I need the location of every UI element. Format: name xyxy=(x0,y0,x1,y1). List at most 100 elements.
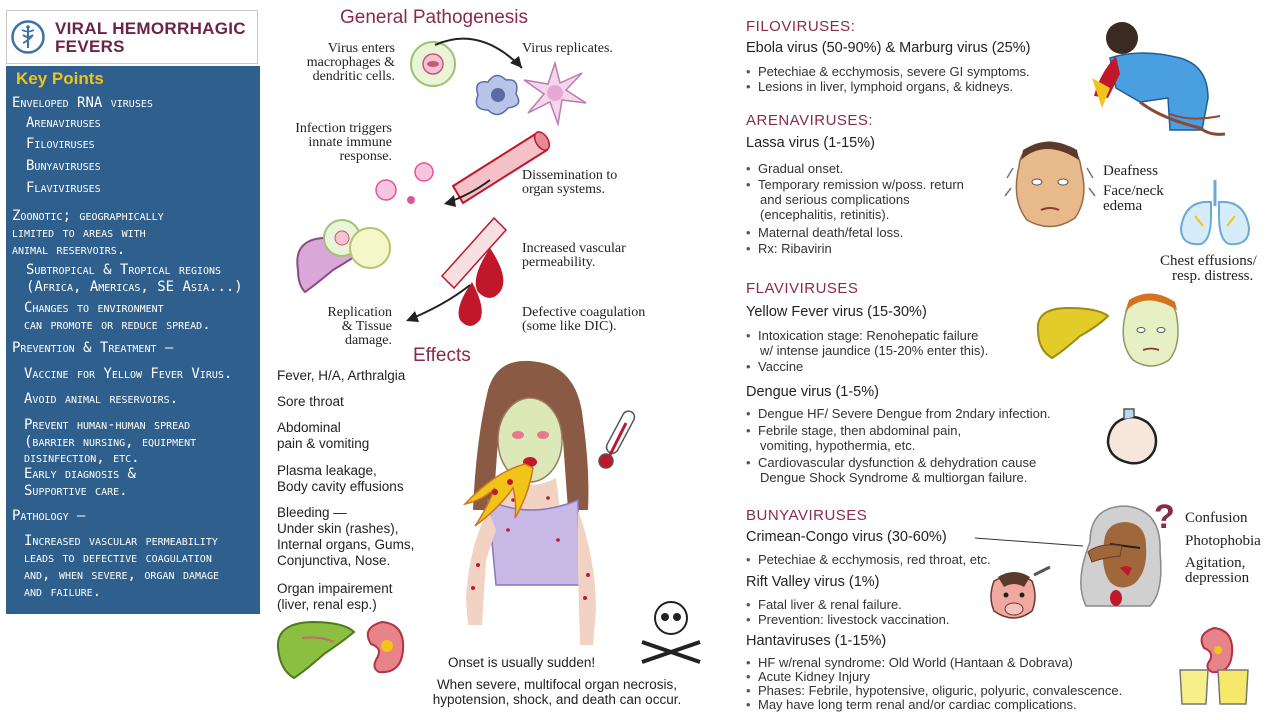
label-line: dendritic cells. xyxy=(312,69,395,84)
side-line: disinfection, etc. xyxy=(24,450,140,466)
filo-bullet: Petechiae & ecchymosis, severe GI sympto… xyxy=(758,64,1030,79)
bullet-dot: • xyxy=(746,455,751,470)
bullet-dot: • xyxy=(746,697,751,712)
bullet-dot: • xyxy=(746,79,751,94)
side-line: and failure. xyxy=(24,584,102,600)
label-line: Increased vascular xyxy=(522,241,626,256)
side-line: limited to areas with xyxy=(12,225,146,241)
pathogenesis-heading: General Pathogenesis xyxy=(340,7,529,28)
side-line: Changes to environment xyxy=(24,300,164,316)
label-line: Dissemination to xyxy=(522,168,618,183)
coagulation-label: Defective coagulation (some like DIC). xyxy=(522,306,645,334)
flavi-bullet: Vaccine xyxy=(758,359,804,374)
side-line: Prevent human-human spread xyxy=(24,417,191,433)
thermometer-icon xyxy=(598,410,636,469)
dengue-bullet: Dengue HF/ Severe Dengue from 2ndary inf… xyxy=(758,406,1051,421)
side-line: can promote or reduce spread. xyxy=(24,317,211,333)
arena-bullet: Gradual onset. xyxy=(758,161,844,176)
effect-line: Under skin (rashes), xyxy=(277,521,399,536)
bunya-bullet: Fatal liver & renal failure. xyxy=(758,597,902,612)
bullet-dot: • xyxy=(746,655,751,670)
bullet-line: Temporary remission w/poss. return xyxy=(758,177,964,192)
bunya-bullet: Prevention: livestock vaccination. xyxy=(758,612,950,627)
effect-item: Sore throat xyxy=(277,394,344,410)
lassa-title: Lassa virus (1-15%) xyxy=(746,135,875,151)
label-line: damage. xyxy=(344,333,392,348)
page-title: VIRAL HEMORRHAGIC FEVERS xyxy=(55,20,255,56)
effect-item: Organ impairement (liver, renal esp.) xyxy=(277,581,393,613)
title-box: VIRAL HEMORRHAGIC FEVERS xyxy=(6,10,258,64)
effects-heading: Effects xyxy=(413,345,471,366)
skull-crossbones-icon xyxy=(641,601,701,664)
label-line: organ systems. xyxy=(522,182,605,197)
confusion-label: Confusion xyxy=(1185,510,1248,526)
bullet-dot: • xyxy=(746,669,751,684)
ebola-marburg-title: Ebola virus (50-90%) & Marburg virus (25… xyxy=(746,40,1031,56)
label-line: Virus enters xyxy=(327,41,395,56)
bullet-line: (encephalitis, retinitis). xyxy=(760,207,890,222)
chest-effusion-label: Chest effusions/ resp. distress. xyxy=(1160,254,1257,284)
bullet-line: Febrile stage, then abdominal pain, xyxy=(758,423,962,438)
dissemination-arrow-icon xyxy=(444,179,491,207)
hanta-bullet: Acute Kidney Injury xyxy=(758,669,871,684)
side-line: Zoonotic; geographically xyxy=(12,208,164,224)
svg-text:?: ? xyxy=(1154,498,1175,536)
infection-label: Infection triggers innate immune respons… xyxy=(278,122,392,164)
photophobia-label: Photophobia xyxy=(1185,533,1261,549)
cow-vaccine-icon xyxy=(990,565,1051,619)
arenaviruses-heading: ARENAVIRUSES: xyxy=(746,112,874,129)
bullet-line: Cardiovascular dysfunction & dehydration… xyxy=(758,455,1037,470)
virus-cell-icon xyxy=(410,41,456,87)
bunya-bullet: Petechiae & ecchymosis, red throat, etc. xyxy=(758,552,991,567)
title-line-1: VIRAL HEMORRHAGIC xyxy=(55,19,246,38)
bullet-dot: • xyxy=(746,406,751,421)
swollen-face-icon xyxy=(1004,141,1096,228)
side-line: Avoid animal reservoirs. xyxy=(24,391,179,407)
side-line: Prevention & Treatment — xyxy=(12,340,174,356)
side-line: animal reservoirs. xyxy=(12,242,126,258)
dendritic-cell-icon xyxy=(523,60,587,127)
effect-line: Plasma leakage, xyxy=(277,463,377,478)
label-line: Replication xyxy=(327,305,392,320)
effect-line: Organ impairement xyxy=(277,581,393,596)
effect-line: pain & vomiting xyxy=(277,436,370,451)
side-line: Filoviruses xyxy=(26,136,95,152)
bullet-dot: • xyxy=(746,64,751,79)
effect-line: Sore throat xyxy=(277,394,344,409)
severe-line: hypotension, shock, and death can occur. xyxy=(432,692,682,707)
infected-cells-icon xyxy=(323,219,391,269)
agitation-label: Agitation, depression xyxy=(1185,556,1249,586)
bullet-dot: • xyxy=(746,161,751,176)
dissemination-label: Dissemination to organ systems. xyxy=(522,169,617,197)
heart-icon xyxy=(1106,408,1158,465)
leaky-vessel-icon xyxy=(440,216,508,290)
replication-label: Replication & Tissue damage. xyxy=(300,306,392,348)
filo-bullet: Lesions in liver, lymphoid organs, & kid… xyxy=(758,79,1014,94)
effect-line: (liver, renal esp.) xyxy=(277,597,377,612)
caduceus-icon xyxy=(11,20,45,54)
effect-item: Plasma leakage, Body cavity effusions xyxy=(277,463,404,495)
flavi-bullet: Intoxication stage: Renohepatic failure … xyxy=(758,328,988,358)
effect-line: Internal organs, Gums, xyxy=(277,537,415,552)
label-line: Chest effusions/ xyxy=(1160,253,1257,269)
side-line: Arenaviruses xyxy=(26,115,101,131)
side-line: Pathology — xyxy=(12,508,86,524)
bullet-dot: • xyxy=(746,597,751,612)
kidney-urine-icon xyxy=(1179,626,1249,705)
immune-cells-icon xyxy=(375,162,434,204)
bullet-dot: • xyxy=(746,225,751,240)
bullet-dot: • xyxy=(746,423,751,438)
liver-organ-icon xyxy=(276,620,356,680)
edema-label: Face/neck edema xyxy=(1103,184,1164,214)
label-line: depression xyxy=(1185,570,1250,586)
key-points-heading: Key Points xyxy=(16,69,104,88)
bullet-dot: • xyxy=(746,612,751,627)
blood-vessel-icon xyxy=(451,131,551,205)
label-line: Infection triggers xyxy=(295,121,392,136)
hanta-bullet: Phases: Febrile, hypotensive, oliguric, … xyxy=(758,683,1123,698)
hanta-bullet: HF w/renal syndrome: Old World (Hantaan … xyxy=(758,655,1073,670)
question-mark-icon: ? xyxy=(1154,498,1175,536)
pointer-line xyxy=(974,537,1084,547)
label-line: permeability. xyxy=(522,255,596,270)
bullet-dot: • xyxy=(746,552,751,567)
